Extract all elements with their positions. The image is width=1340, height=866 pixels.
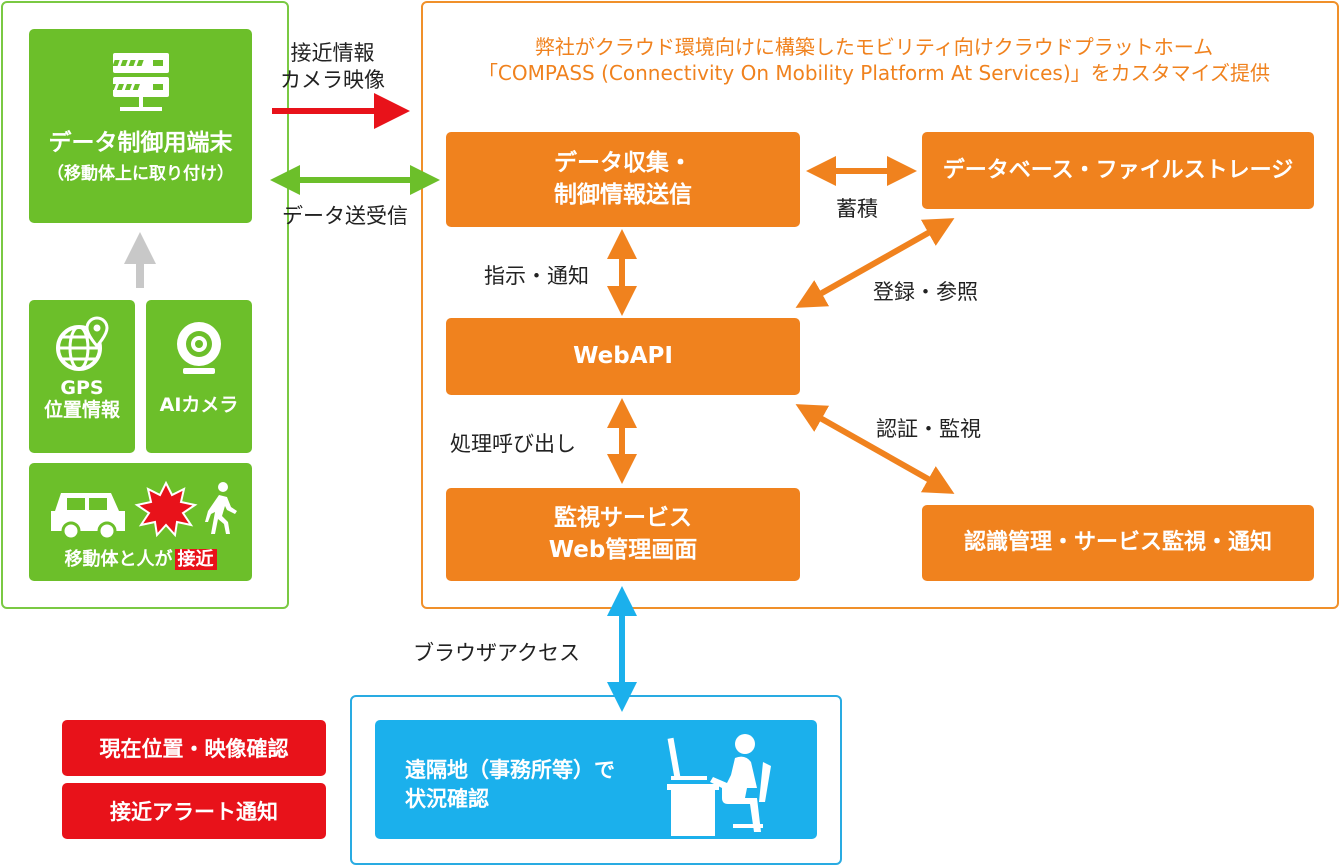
remote-frame [350,695,842,865]
approach-illustration [50,480,237,541]
gps-box: GPS 位置情報 [29,300,135,453]
storage-box: データベース・ファイルストレージ [922,132,1314,209]
legend-approach-alert: 接近アラート通知 [62,783,326,839]
collision-burst-icon [133,480,198,538]
instruct-label: 指示・通知 [484,264,589,288]
process-call-label: 処理呼び出し [450,432,576,456]
data-collection-box: データ収集・ 制御情報送信 [446,132,800,227]
browser-access-label: ブラウザアクセス [413,641,580,665]
auth-monitor-box: 認識管理・サービス監視・通知 [922,505,1314,581]
approach-info-line1: 接近情報 [290,41,375,65]
auth-arrow [795,404,955,494]
remote-office-text: 遠隔地（事務所等）で 状況確認 [405,756,615,815]
monitor-service-line1: 監視サービス [554,505,692,532]
ai-camera-box: AIカメラ [146,300,252,453]
register-label: 登録・参照 [873,280,978,304]
platform-description-line1: 弊社がクラウド環境向けに構築したモビリティ向けクラウドプラットホーム [534,35,1214,59]
approach-badge: 接近 [174,549,217,570]
auth-label: 認証・監視 [876,417,981,441]
webapi-label: WebAPI [573,342,673,369]
legend-location-video-label: 現在位置・映像確認 [99,737,289,761]
remote-office-line1: 遠隔地（事務所等）で [405,758,615,782]
monitor-service-box: 監視サービス Web管理画面 [446,488,800,581]
pedestrian-icon [204,482,237,534]
gps-label-line2: 位置情報 [43,398,120,421]
auth-monitor-label: 認識管理・サービス監視・通知 [963,530,1272,556]
store-label: 蓄積 [836,197,878,221]
storage-label: データベース・ファイルストレージ [942,157,1294,183]
car-icon [50,493,125,541]
data-collection-line1: データ収集・ [554,150,692,177]
webapi-box: WebAPI [446,318,800,395]
approach-info-line2: カメラ映像 [280,68,385,93]
register-arrow [795,218,955,308]
data-collection-line2: 制御情報送信 [554,181,692,208]
approach-box: 移動体と人が接近 [29,463,252,581]
device-frame [1,1,289,609]
remote-office-line2: 状況確認 [405,787,489,812]
approach-info-label: 接近情報 カメラ映像 [280,40,385,95]
legend-approach-alert-label: 接近アラート通知 [110,800,278,824]
camera-label: AIカメラ [159,394,239,416]
terminal-subtitle: （移動体上に取り付け） [47,164,234,184]
camera-icon [177,322,221,374]
gps-label-line1: GPS [60,377,104,399]
legend-location-video: 現在位置・映像確認 [62,720,326,776]
platform-description: 弊社がクラウド環境向けに構築したモビリティ向けクラウドプラットホーム 「COMP… [434,34,1314,86]
approach-label: 移動体と人が [64,549,173,570]
data-terminal-box: データ制御用端末 （移動体上に取り付け） [29,29,252,223]
server-icon [108,53,169,111]
terminal-title: データ制御用端末 [48,130,233,156]
cloud-frame [421,1,1339,609]
platform-description-line2: 「COMPASS (Connectivity On Mobility Platf… [477,61,1271,85]
globe-pin-icon [56,316,109,371]
office-worker-icon [667,734,771,836]
remote-office-box: 遠隔地（事務所等）で 状況確認 [375,720,817,839]
monitor-service-line2: Web管理画面 [548,536,698,563]
data-tx-label: データ送受信 [282,204,408,228]
gps-label: GPS 位置情報 [29,377,135,422]
approach-text: 移動体と人が接近 [29,545,252,571]
